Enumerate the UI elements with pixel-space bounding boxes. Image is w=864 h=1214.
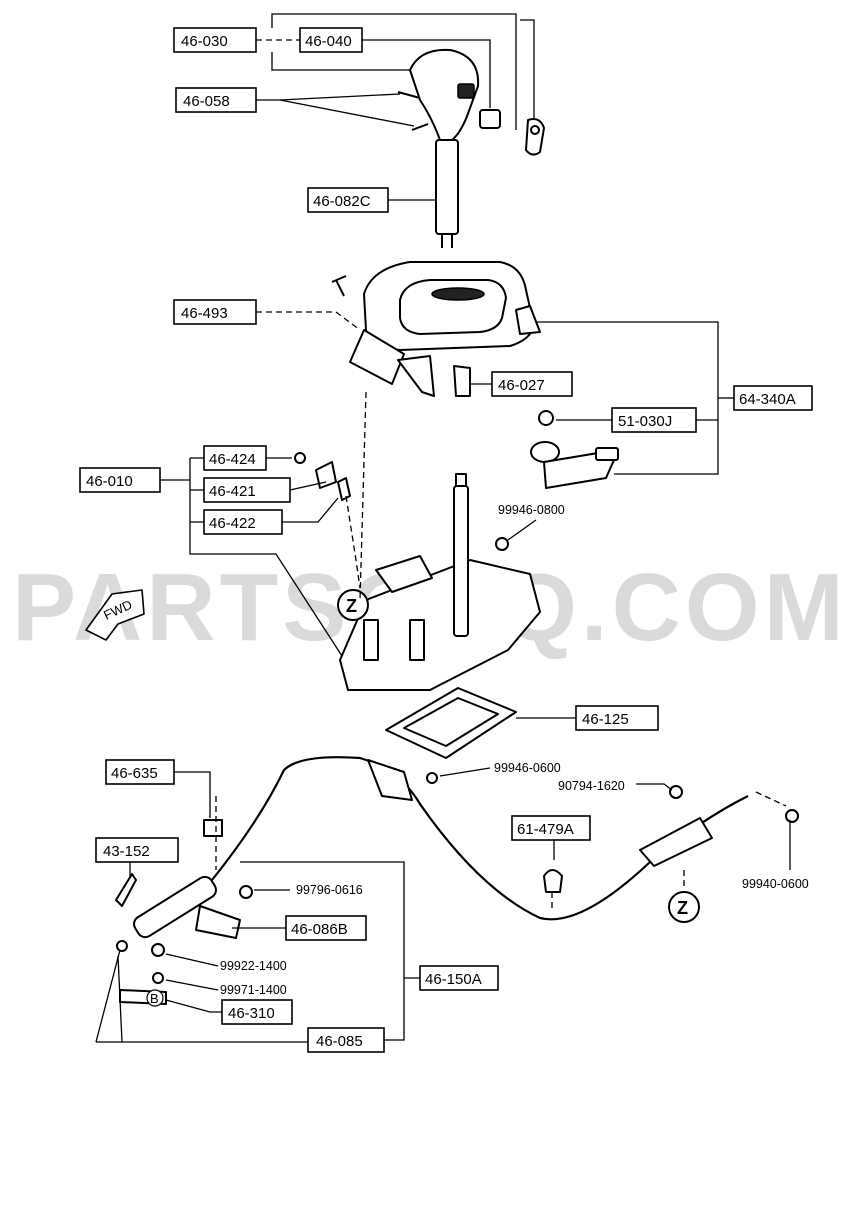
svg-text:46-150A: 46-150A xyxy=(425,971,482,988)
callout-64-340a[interactable]: 64-340A xyxy=(733,385,813,411)
svg-text:46-635: 46-635 xyxy=(111,765,158,782)
svg-text:46-085: 46-085 xyxy=(316,1033,363,1050)
z-marker-lower: Z xyxy=(668,891,700,923)
callout-46-635[interactable]: 46-635 xyxy=(105,759,175,785)
svg-text:46-421: 46-421 xyxy=(209,483,256,500)
callout-46-027[interactable]: 46-027 xyxy=(491,371,573,397)
svg-text:46-058: 46-058 xyxy=(183,93,230,110)
svg-text:Z: Z xyxy=(677,898,688,918)
label-99940-0600[interactable]: 99940-0600 xyxy=(742,877,809,891)
shift-knob-assembly xyxy=(397,48,545,248)
dashed-guides xyxy=(215,39,787,910)
callout-46-086b[interactable]: 46-086B xyxy=(285,915,367,941)
svg-text:46-086B: 46-086B xyxy=(291,921,348,938)
svg-text:46-010: 46-010 xyxy=(86,473,133,490)
callout-43-152[interactable]: 43-152 xyxy=(95,837,179,863)
leader-lines xyxy=(95,13,791,1043)
callout-46-310[interactable]: 46-310 xyxy=(221,999,293,1025)
svg-text:46-493: 46-493 xyxy=(181,305,228,322)
svg-text:46-082C: 46-082C xyxy=(313,193,371,210)
svg-text:46-310: 46-310 xyxy=(228,1005,275,1022)
svg-text:43-152: 43-152 xyxy=(103,843,150,860)
label-99922-1400[interactable]: 99922-1400 xyxy=(220,959,287,973)
callout-46-150a[interactable]: 46-150A xyxy=(419,965,499,991)
indicator-panel xyxy=(331,261,541,397)
svg-text:46-040: 46-040 xyxy=(305,33,352,50)
label-99796-0616[interactable]: 99796-0616 xyxy=(296,883,363,897)
callout-46-125[interactable]: 46-125 xyxy=(575,705,659,731)
callout-46-030[interactable]: 46-030 xyxy=(173,27,257,53)
callout-51-030j[interactable]: 51-030J xyxy=(611,407,697,433)
fwd-arrow: FWD xyxy=(85,589,145,641)
shifter-base xyxy=(294,452,541,691)
svg-text:51-030J: 51-030J xyxy=(618,413,672,430)
svg-text:Z: Z xyxy=(346,596,357,616)
svg-text:46-422: 46-422 xyxy=(209,515,256,532)
svg-text:46-424: 46-424 xyxy=(209,451,256,468)
svg-text:46-125: 46-125 xyxy=(582,711,629,728)
callout-46-424[interactable]: 46-424 xyxy=(203,445,267,471)
label-99946-0600[interactable]: 99946-0600 xyxy=(494,761,561,775)
label-99946-0800[interactable]: 99946-0800 xyxy=(498,503,565,517)
gasket-plate xyxy=(385,687,517,759)
svg-text:61-479A: 61-479A xyxy=(517,821,574,838)
callout-46-082c[interactable]: 46-082C xyxy=(307,187,389,213)
callout-46-040[interactable]: 46-040 xyxy=(299,27,363,53)
svg-text:B: B xyxy=(150,991,159,1006)
svg-text:64-340A: 64-340A xyxy=(739,391,796,408)
shift-cable xyxy=(133,756,799,939)
callout-61-479a[interactable]: 61-479A xyxy=(511,815,591,841)
label-99971-1400[interactable]: 99971-1400 xyxy=(220,983,287,997)
callout-46-058[interactable]: 46-058 xyxy=(175,87,257,113)
callout-46-085[interactable]: 46-085 xyxy=(307,1027,385,1053)
callout-46-493[interactable]: 46-493 xyxy=(173,299,257,325)
callout-46-010[interactable]: 46-010 xyxy=(79,467,161,493)
svg-text:46-030: 46-030 xyxy=(181,33,228,50)
label-90794-1620[interactable]: 90794-1620 xyxy=(558,779,625,793)
callout-46-422[interactable]: 46-422 xyxy=(203,509,283,535)
z-marker-upper: Z xyxy=(337,589,369,621)
bulb-socket xyxy=(530,410,619,489)
callout-46-421[interactable]: 46-421 xyxy=(203,477,291,503)
b-marker: B xyxy=(146,989,164,1007)
svg-text:46-027: 46-027 xyxy=(498,377,545,394)
